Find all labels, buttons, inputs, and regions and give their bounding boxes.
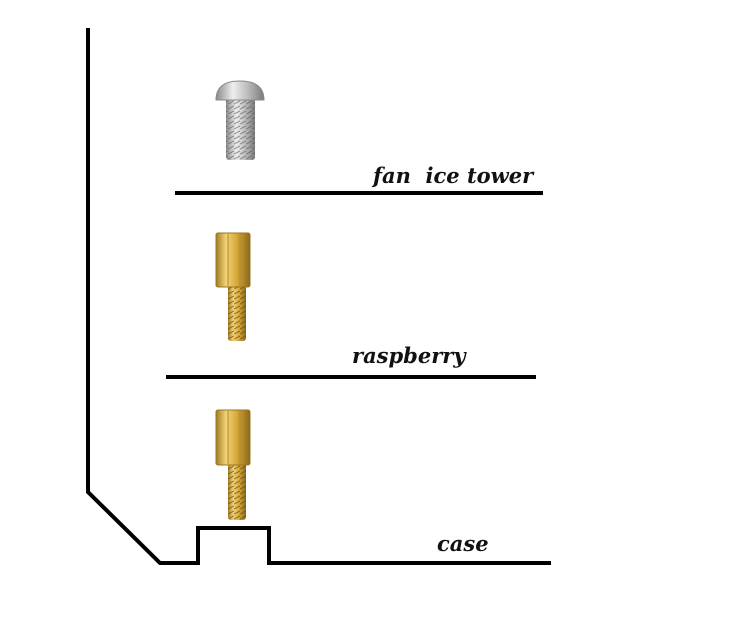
raspberry-label: raspberry <box>352 343 467 368</box>
brass-standoff-icon <box>215 232 251 341</box>
fan-ice-tower-label: fan ice tower <box>371 163 535 188</box>
case-outline <box>86 28 551 565</box>
screw-icon <box>215 80 265 160</box>
brass-standoff-icon <box>215 409 251 520</box>
case-label: case <box>437 531 489 556</box>
